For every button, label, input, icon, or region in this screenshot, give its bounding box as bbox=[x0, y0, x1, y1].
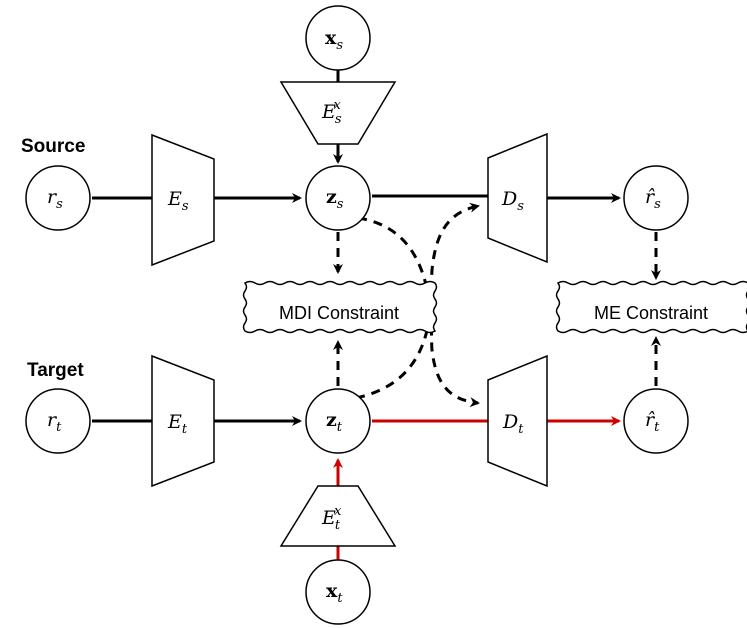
block-Et: Et bbox=[151, 354, 215, 488]
svg-text:xt: xt bbox=[326, 580, 343, 606]
block-Es: Es bbox=[151, 133, 215, 267]
block-Et-main: E bbox=[167, 411, 182, 433]
block-Etx-main: E bbox=[321, 507, 336, 529]
edge-zt-Ds-curve bbox=[355, 202, 480, 400]
svg-text:Dt: Dt bbox=[502, 411, 524, 437]
node-rt-hat: r̂t bbox=[623, 388, 689, 454]
node-rs-sub: s bbox=[56, 197, 63, 212]
block-Etx-sub: t bbox=[335, 518, 341, 533]
me-constraint-box: ME Constraint bbox=[555, 280, 747, 334]
block-Ds-main: D bbox=[501, 188, 517, 210]
node-xs-main: x bbox=[325, 27, 337, 49]
target-label: Target bbox=[27, 360, 84, 381]
node-rt-hat-main: r̂ bbox=[645, 409, 656, 431]
block-Dt: Dt bbox=[487, 354, 548, 488]
svg-text:r̂s: r̂s bbox=[645, 186, 661, 212]
node-rt: rt bbox=[25, 388, 91, 454]
node-zs: zs bbox=[305, 165, 371, 231]
me-constraint-label: ME Constraint bbox=[594, 303, 708, 323]
node-zt: zt bbox=[305, 388, 371, 454]
block-Et-sub: t bbox=[182, 422, 188, 437]
block-Dt-sub: t bbox=[518, 422, 524, 437]
block-Esx-main: E bbox=[321, 101, 336, 123]
node-zs-sub: s bbox=[337, 197, 344, 212]
svg-text:zs: zs bbox=[326, 186, 344, 212]
svg-text:rs: rs bbox=[47, 186, 63, 212]
block-Es-sub: s bbox=[182, 199, 189, 214]
node-zt-sub: t bbox=[337, 420, 343, 435]
block-Etx-sup: x bbox=[334, 504, 342, 519]
node-zs-main: z bbox=[326, 186, 337, 208]
node-rt-sub: t bbox=[56, 420, 62, 435]
node-xt-sub: t bbox=[337, 591, 343, 606]
node-rs-hat: r̂s bbox=[623, 165, 689, 231]
svg-text:zt: zt bbox=[326, 409, 343, 435]
svg-text:Es: Es bbox=[167, 188, 189, 214]
svg-text:Ds: Ds bbox=[501, 188, 524, 214]
svg-text:Etx: Etx bbox=[321, 504, 342, 533]
node-rs-main: r bbox=[47, 186, 58, 208]
svg-text:Et: Et bbox=[167, 411, 188, 437]
svg-text:Esx: Esx bbox=[321, 98, 342, 127]
mdi-constraint-box: MDI Constraint bbox=[242, 280, 438, 334]
node-rt-main: r bbox=[47, 409, 58, 431]
node-rs-hat-main: r̂ bbox=[645, 186, 656, 208]
node-rt-hat-sub: t bbox=[654, 420, 660, 435]
node-xs-sub: s bbox=[336, 38, 343, 53]
block-Ds: Ds bbox=[487, 132, 548, 264]
block-Esx: Esx bbox=[279, 81, 397, 145]
node-zt-main: z bbox=[326, 409, 337, 431]
block-Etx: Etx bbox=[279, 485, 397, 547]
svg-text:xs: xs bbox=[325, 27, 343, 53]
mdi-constraint-label: MDI Constraint bbox=[279, 303, 399, 323]
block-Dt-main: D bbox=[502, 411, 518, 433]
block-Esx-sup: x bbox=[334, 98, 342, 113]
connectors bbox=[92, 66, 661, 562]
svg-text:rt: rt bbox=[47, 409, 62, 435]
svg-text:r̂t: r̂t bbox=[645, 409, 660, 435]
source-label: Source bbox=[21, 136, 85, 157]
node-rs: rs bbox=[25, 165, 91, 231]
block-Esx-sub: s bbox=[335, 112, 342, 127]
node-xt-main: x bbox=[326, 580, 338, 602]
node-xs: xs bbox=[305, 5, 371, 71]
edge-zs-Dt-curve bbox=[357, 216, 480, 408]
node-rs-hat-sub: s bbox=[654, 197, 661, 212]
node-xt: xt bbox=[305, 559, 371, 625]
block-Ds-sub: s bbox=[517, 199, 524, 214]
block-Es-main: E bbox=[167, 188, 182, 210]
